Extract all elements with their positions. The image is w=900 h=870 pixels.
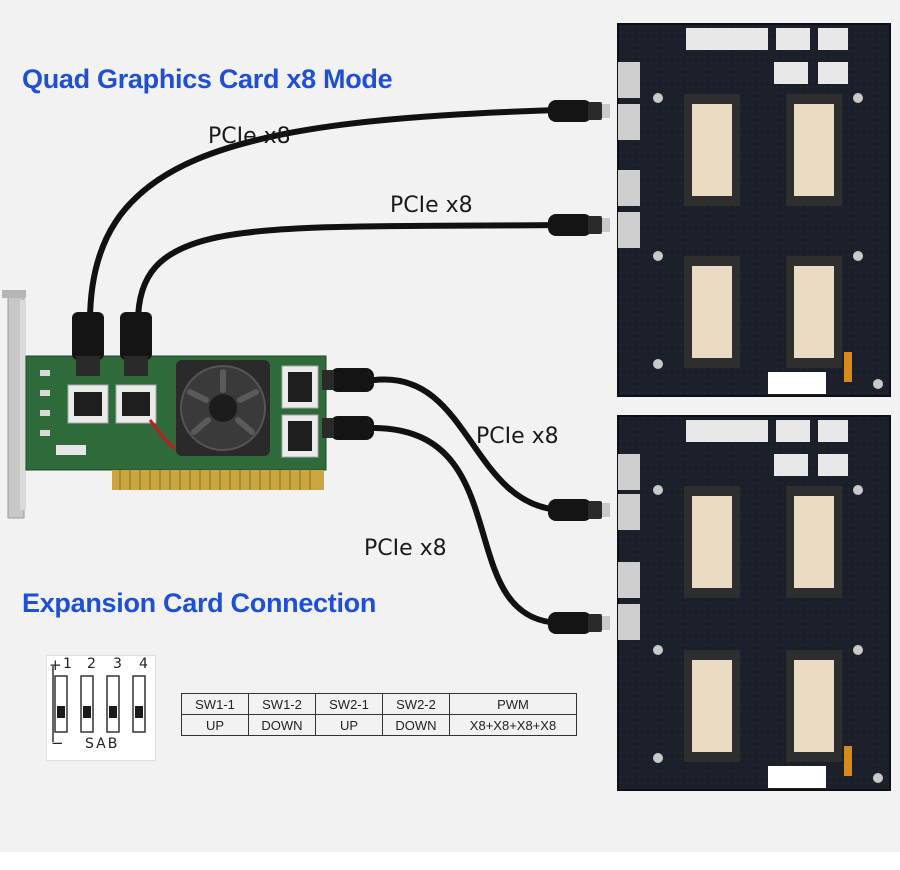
riser-board-bottom bbox=[617, 415, 891, 791]
pcie-cables bbox=[87, 107, 563, 626]
cable-4 bbox=[372, 425, 563, 626]
dip-num-1: 1 bbox=[63, 656, 72, 672]
dip-switch-icon: + 1 2 3 4 − SAB bbox=[46, 655, 156, 761]
switch-table-header-row: SW1-1 SW1-2 SW2-1 SW2-2 PWM bbox=[181, 693, 577, 715]
bottom-band bbox=[0, 852, 900, 870]
value-cell: UP bbox=[181, 714, 249, 736]
switch-table-value-row: UP DOWN UP DOWN X8+X8+X8+X8 bbox=[181, 714, 577, 736]
value-cell: X8+X8+X8+X8 bbox=[449, 714, 577, 736]
dip-text: SAB bbox=[85, 736, 120, 752]
dip-num-4: 4 bbox=[139, 656, 148, 672]
dip-num-2: 2 bbox=[87, 656, 96, 672]
cable-2 bbox=[135, 222, 563, 325]
header-cell: PWM bbox=[449, 693, 577, 715]
cable-label-3: PCIe x8 bbox=[476, 424, 559, 449]
dip-minus: − bbox=[51, 734, 64, 752]
riser-board-top bbox=[617, 23, 891, 397]
header-cell: SW1-2 bbox=[248, 693, 316, 715]
board-side-connectors bbox=[548, 100, 610, 634]
heading-quad-mode: Quad Graphics Card x8 Mode bbox=[22, 64, 393, 94]
dip-plus: + bbox=[49, 656, 62, 674]
heading-expansion: Expansion Card Connection bbox=[22, 588, 377, 618]
header-cell: SW1-1 bbox=[181, 693, 249, 715]
cable-label-4: PCIe x8 bbox=[364, 536, 447, 561]
value-cell: DOWN bbox=[382, 714, 450, 736]
cable-3 bbox=[372, 376, 563, 513]
dip-num-3: 3 bbox=[113, 656, 122, 672]
value-cell: DOWN bbox=[248, 714, 316, 736]
pcie-card bbox=[2, 290, 374, 519]
switch-table: SW1-1 SW1-2 SW2-1 SW2-2 PWM UP DOWN UP D… bbox=[181, 693, 577, 736]
cable-1 bbox=[87, 107, 563, 325]
cable-label-1: PCIe x8 bbox=[208, 124, 291, 149]
value-cell: UP bbox=[315, 714, 383, 736]
header-cell: SW2-1 bbox=[315, 693, 383, 715]
header-cell: SW2-2 bbox=[382, 693, 450, 715]
cable-label-2: PCIe x8 bbox=[390, 193, 473, 218]
